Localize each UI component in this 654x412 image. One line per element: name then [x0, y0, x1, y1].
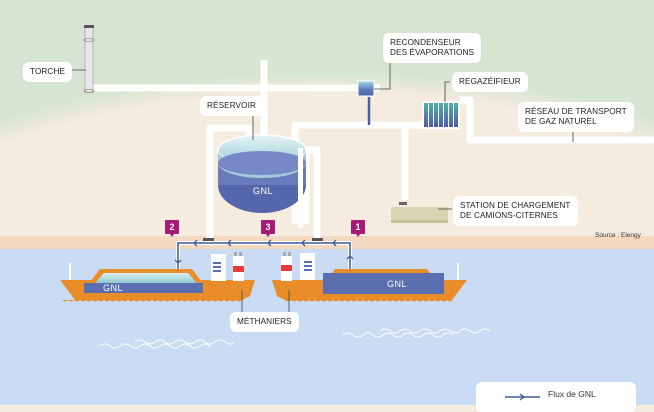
step-badge-1: 1	[351, 220, 365, 237]
truck-loading-station	[391, 207, 448, 223]
recondenseur-label: RECONDENSEUR DES ÉVAPORATIONS	[383, 33, 482, 63]
torche-label: TORCHE	[23, 62, 73, 82]
valve-right	[312, 238, 323, 241]
torche-label-text: TORCHE	[30, 67, 66, 76]
ship-left-gnl-text: GNL	[103, 283, 124, 293]
regazeifieur-label: REGAZÉIFIEUR	[452, 72, 528, 92]
regazeifieur-pointer	[444, 81, 450, 102]
tank-gnl-text: GNL	[253, 186, 274, 196]
station-line1: STATION DE CHARGEMENT	[460, 201, 571, 210]
lng-ship-left	[60, 252, 255, 302]
methaniers-label: MÉTHANIERS	[230, 312, 299, 332]
station-label: STATION DE CHARGEMENT DE CAMIONS-CITERNE…	[453, 196, 578, 226]
recondenseur-line1: RECONDENSEUR	[390, 38, 461, 47]
legend: Flux de GNL	[476, 382, 636, 412]
reservoir-label-text: RÉSERVOIR	[207, 101, 256, 110]
methaniers-label-text: MÉTHANIERS	[237, 317, 292, 326]
valve-left	[203, 238, 214, 241]
recondenseur-unit	[357, 80, 375, 97]
flow-lines	[176, 241, 352, 294]
station-line2: DE CAMIONS-CITERNES	[460, 211, 558, 220]
legend-flow-label: Flux de GNL	[548, 389, 596, 399]
ship-right-gnl-text: GNL	[387, 279, 408, 289]
lng-ship-right	[272, 252, 467, 302]
step-badge-3: 3	[261, 220, 275, 237]
torch-flare-stack	[83, 25, 95, 93]
regazeifieur-unit	[422, 101, 460, 129]
reseau-label: RÉSEAU DE TRANSPORT DE GAZ NATUREL	[518, 102, 634, 132]
sea-waves	[99, 328, 491, 349]
tank-pipe-right	[298, 148, 303, 228]
station-valve	[399, 202, 407, 205]
reseau-line1: RÉSEAU DE TRANSPORT	[525, 107, 627, 116]
station-base	[391, 220, 448, 223]
reseau-line2: DE GAZ NATUREL	[525, 117, 597, 126]
recondenseur-line2: DES ÉVAPORATIONS	[390, 48, 475, 57]
reservoir-tank	[217, 134, 307, 213]
flow-arrows	[174, 239, 354, 264]
step-badge-2: 2	[165, 220, 179, 237]
recondenseur-pointer	[374, 57, 391, 90]
reservoir-label: RÉSERVOIR	[200, 96, 263, 116]
source-credit: Source : Elengy	[595, 232, 641, 239]
regazeifieur-label-text: REGAZÉIFIEUR	[459, 77, 521, 86]
